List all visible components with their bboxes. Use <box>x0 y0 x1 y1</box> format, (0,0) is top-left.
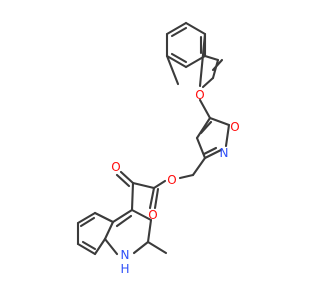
linker-bonds <box>198 98 212 120</box>
indole-ring <box>76 208 168 256</box>
furan-oxygen-label: O <box>195 88 204 102</box>
indole-nitrogen-label: N <box>121 248 130 262</box>
isoxazole-oxygen-label: O <box>230 120 239 134</box>
ester-linkage <box>115 156 207 212</box>
indole-hydrogen-label: H <box>120 262 129 276</box>
molecule-canvas: O O N O O O N H <box>76 21 240 276</box>
benzofuran-ring <box>165 21 224 89</box>
molecule-structure: O O N O O O N H <box>76 21 240 276</box>
ester-oxygen-label: O <box>167 173 176 187</box>
ester-carbonyl-oxygen-label: O <box>148 208 157 222</box>
isoxazole-ring <box>195 116 231 160</box>
keto-oxygen-label: O <box>111 160 120 174</box>
isoxazole-nitrogen-label: N <box>220 146 229 160</box>
